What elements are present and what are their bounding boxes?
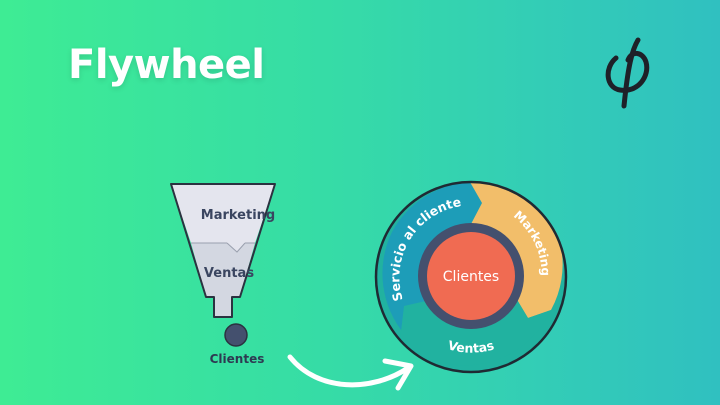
funnel-outcome-label: Clientes: [210, 352, 265, 366]
funnel-label-ventas: Ventas: [204, 266, 254, 281]
funnel-stage-ventas: [191, 243, 255, 297]
funnel-outcome-dot: [224, 323, 248, 347]
flywheel-label-ventas: Ventas: [446, 337, 495, 355]
flywheel: Clientes Servicio al cliente Marketing V…: [374, 180, 568, 374]
flywheel-core: [427, 232, 515, 320]
phi-logo-icon: [605, 37, 650, 109]
curved-arrow-right-icon: [287, 354, 414, 391]
page-title: Flywheel: [68, 42, 265, 88]
funnel-spout: [214, 297, 232, 317]
sales-funnel: Marketing Ventas Clientes: [170, 183, 276, 366]
flywheel-center-label: Clientes: [443, 269, 499, 285]
funnel-label-marketing: Marketing: [201, 208, 275, 223]
funnel-stage-marketing: [171, 184, 275, 243]
